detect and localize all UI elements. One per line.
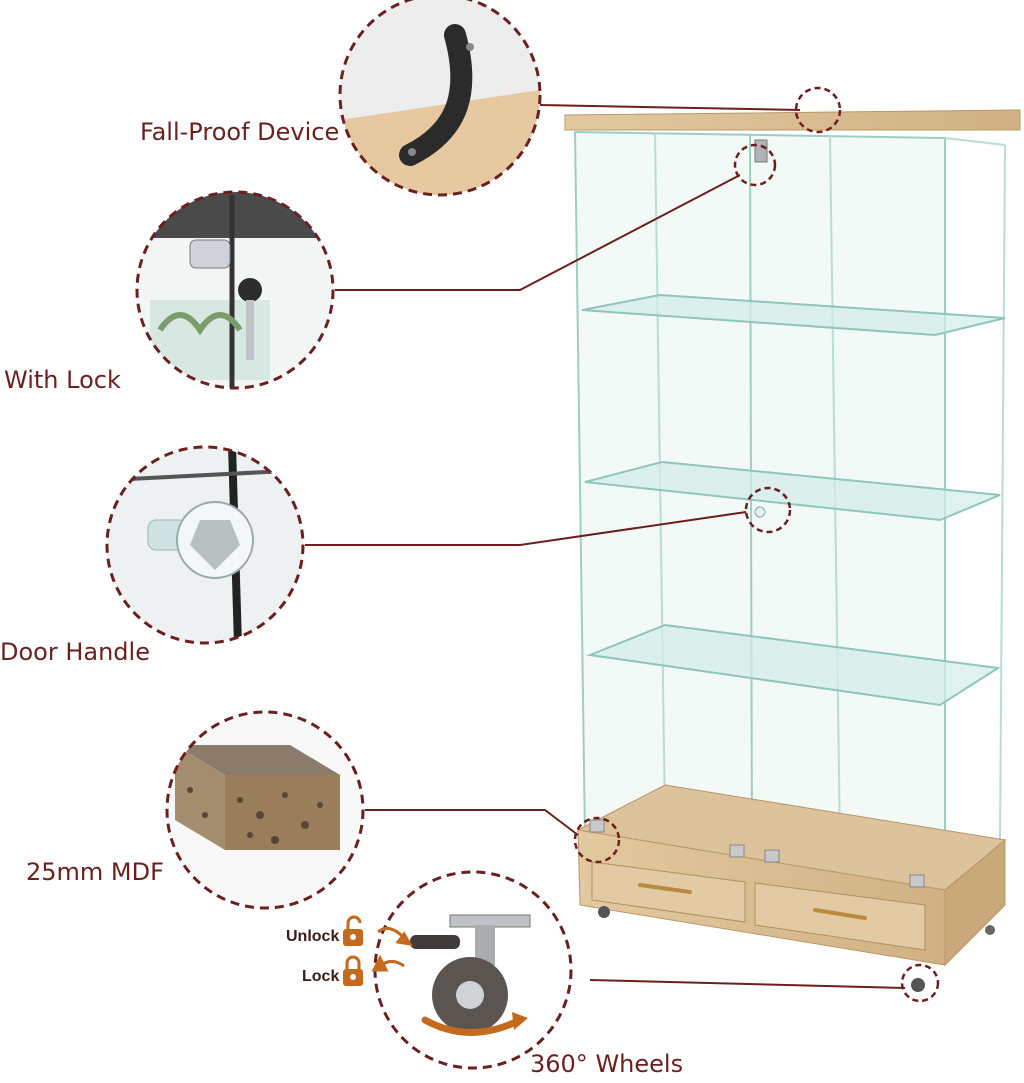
callout-lock bbox=[135, 190, 335, 390]
callout-wheels bbox=[373, 870, 573, 1070]
leader-lines bbox=[305, 104, 906, 989]
label-lock: Lock bbox=[302, 968, 340, 985]
target-markers bbox=[573, 86, 940, 1003]
mode-arrows-icon bbox=[371, 926, 413, 972]
callout-mdf bbox=[165, 710, 365, 910]
glass-shelf-2 bbox=[584, 460, 1001, 522]
lock-icon bbox=[343, 955, 363, 986]
lock-cylinder bbox=[189, 239, 231, 269]
drawer-left bbox=[591, 861, 746, 923]
drawer-right bbox=[754, 882, 926, 951]
unlock-icon bbox=[343, 915, 363, 946]
wheel-front-right bbox=[911, 978, 925, 992]
wheel-front-left bbox=[598, 906, 610, 918]
label-fall-proof-device: Fall-Proof Device bbox=[140, 118, 340, 146]
callout-fall-proof bbox=[338, 0, 542, 197]
label-unlock: Unlock bbox=[286, 928, 340, 945]
glass-shelf-1 bbox=[581, 293, 1006, 337]
fall-proof-strap bbox=[399, 24, 473, 166]
base-side bbox=[944, 838, 1006, 967]
label-with-lock: With Lock bbox=[4, 366, 121, 394]
top-board bbox=[564, 109, 1021, 131]
key-icon bbox=[238, 278, 262, 302]
glass-shelf-3 bbox=[586, 623, 1001, 707]
label-wheels: 360° Wheels bbox=[530, 1050, 684, 1078]
glass-cabinet bbox=[564, 109, 1021, 992]
wheel-back-right bbox=[985, 925, 995, 935]
label-door-handle: Door Handle bbox=[0, 638, 150, 666]
label-mdf: 25mm MDF bbox=[26, 858, 164, 886]
callout-handle bbox=[105, 445, 305, 645]
